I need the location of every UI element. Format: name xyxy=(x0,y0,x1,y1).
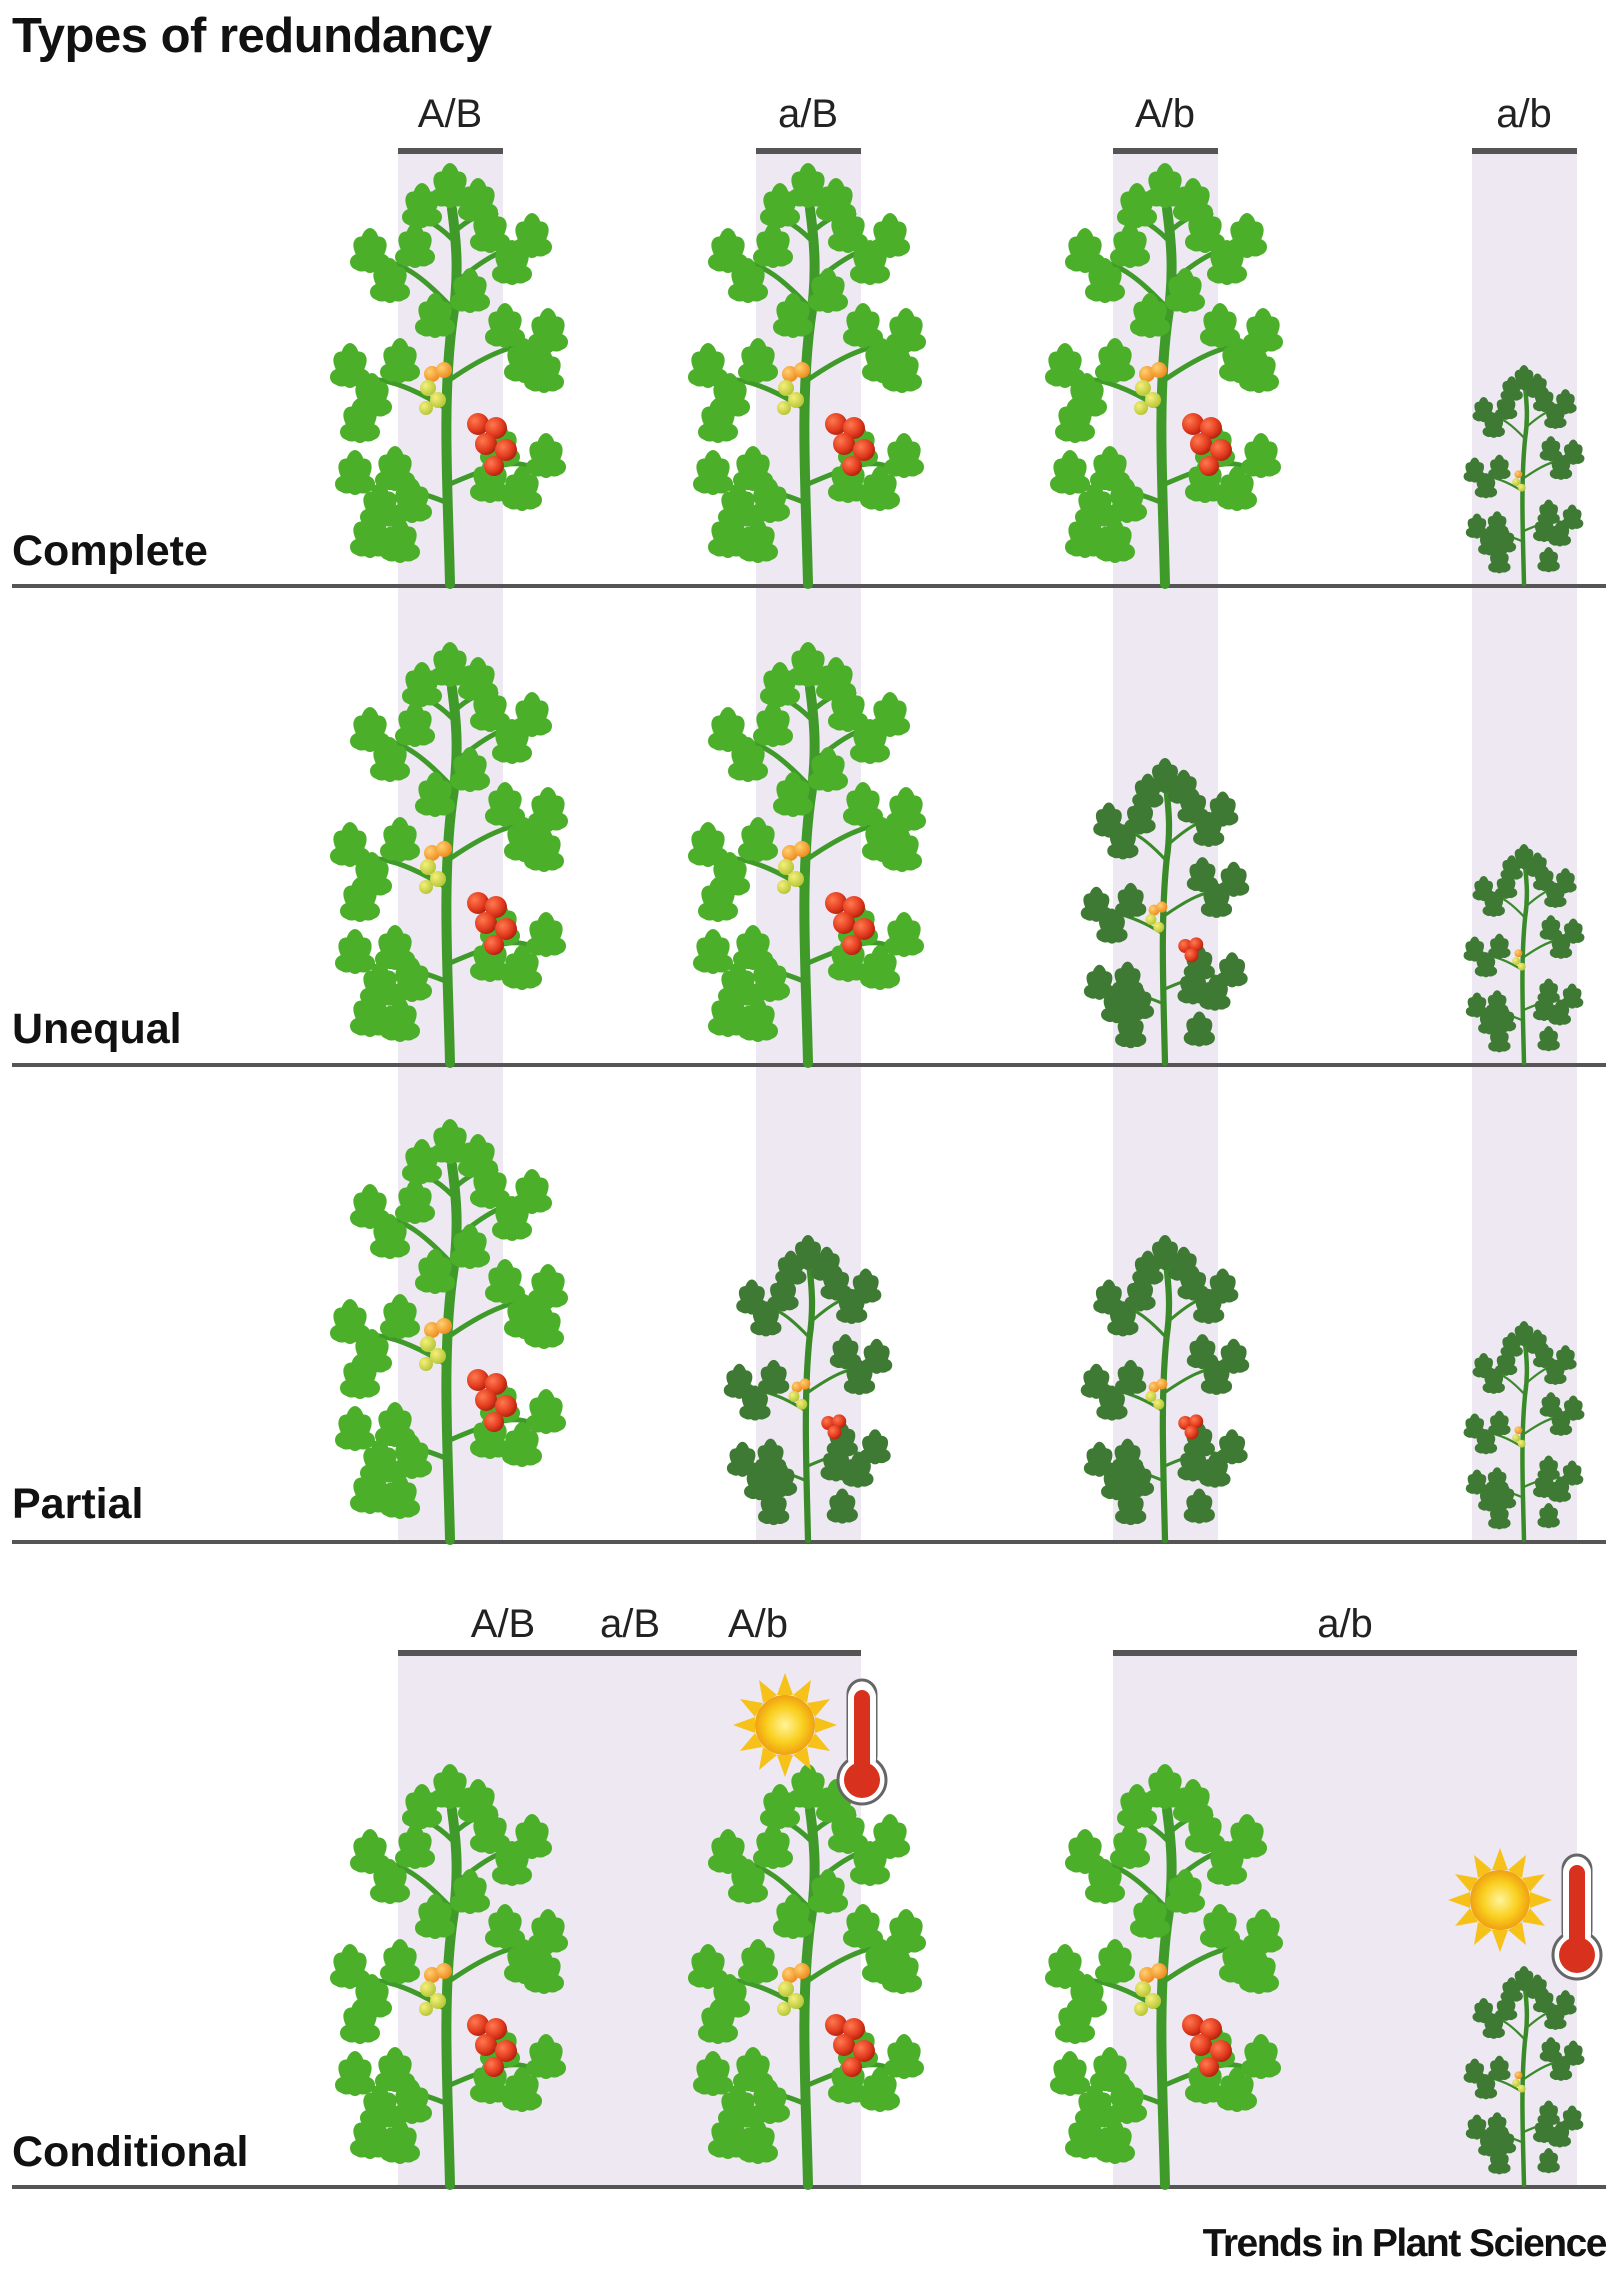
conditional-label-4: a/b xyxy=(1317,1602,1373,1646)
column-label-1: A/B xyxy=(417,92,483,136)
conditional-label-2: a/B xyxy=(599,1602,661,1646)
column-label-4: a/b xyxy=(1496,92,1552,136)
plant-partial-3 xyxy=(1078,1235,1251,1540)
figure-title: Types of redundancy xyxy=(12,9,492,63)
header-bar-4 xyxy=(1472,148,1577,154)
column-header-bars xyxy=(398,148,1577,1656)
conditional-label-1: A/B xyxy=(470,1602,536,1646)
column-bands xyxy=(398,152,1577,1540)
divider-partial xyxy=(12,1540,1606,1544)
conditional-label-3: A/b xyxy=(727,1602,789,1646)
row-unequal-plants xyxy=(327,642,1586,1063)
conditional-bands xyxy=(398,1655,1577,2187)
row-partial-plants xyxy=(327,1119,1586,1540)
conditional-bar-left xyxy=(398,1650,861,1656)
row-label-partial: Partial xyxy=(12,1480,144,1528)
conditional-bar-right xyxy=(1113,1650,1577,1656)
row-complete-plants xyxy=(327,163,1586,584)
column-label-2: a/B xyxy=(777,92,839,136)
row-label-conditional: Conditional xyxy=(12,2128,249,2176)
plant-unequal-3 xyxy=(1078,758,1251,1063)
journal-credit: Trends in Plant Science xyxy=(1202,2222,1608,2265)
row-label-unequal: Unequal xyxy=(12,1005,182,1053)
column-label-3: A/b xyxy=(1134,92,1196,136)
header-bar-1 xyxy=(398,148,503,154)
plant-partial-2 xyxy=(721,1235,894,1540)
row-label-complete: Complete xyxy=(12,527,208,575)
header-bar-3 xyxy=(1113,148,1218,154)
header-bar-2 xyxy=(756,148,861,154)
